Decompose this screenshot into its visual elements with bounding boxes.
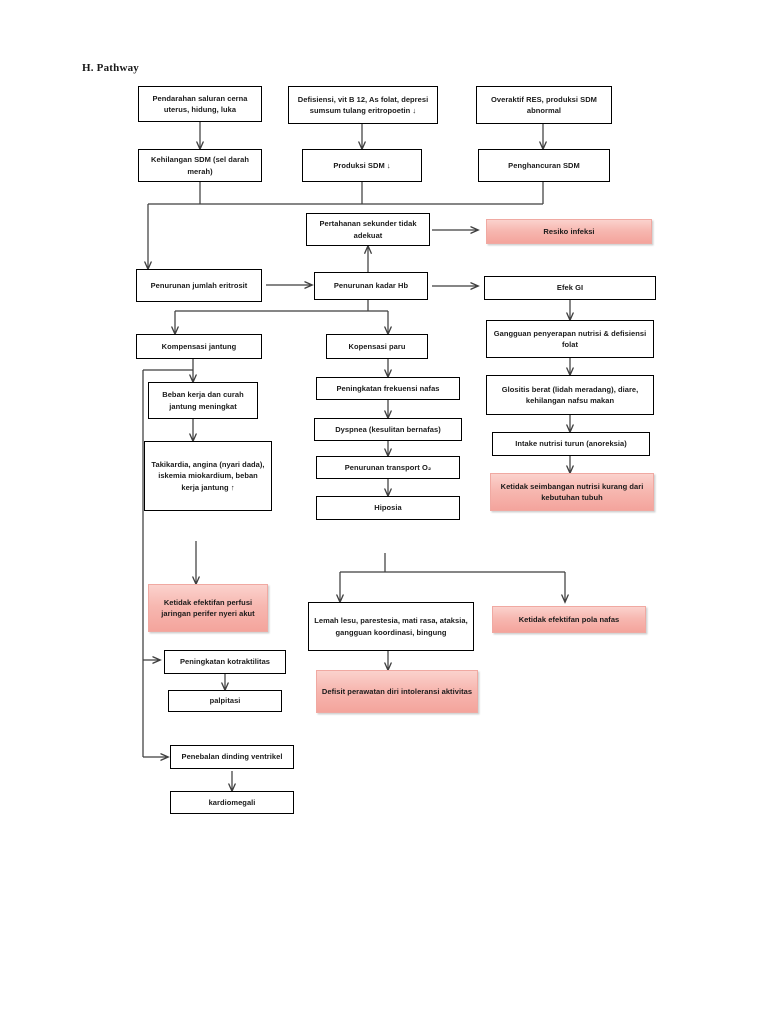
node-ketidak-seimbangan-nutrisi-label: Ketidak seimbangan nutrisi kurang dari k…	[500, 481, 644, 502]
node-overaktif[interactable]: Overaktif RES, produksi SDM abnormal	[476, 86, 612, 124]
node-lemah-lesu[interactable]: Lemah lesu, parestesia, mati rasa, ataks…	[308, 602, 474, 651]
node-defisit-perawatan-diri[interactable]: Defisit perawatan diri intoleransi aktiv…	[316, 670, 478, 713]
node-kardiomegali-label: kardiomegali	[208, 797, 256, 807]
node-peningkatan-kotraktilitas-label: Peningkatan kotraktilitas	[179, 657, 271, 667]
node-penurunan-hb-label: Penurunan kadar Hb	[333, 281, 409, 291]
node-kompensasi-jantung-label: Kompensasi jantung	[161, 341, 237, 351]
node-produksi-sdm-label: Produksi SDM ↓	[333, 160, 391, 170]
node-dyspnea[interactable]: Dyspnea (kesulitan bernafas)	[314, 418, 462, 441]
node-kompensasi-jantung[interactable]: Kompensasi jantung	[136, 334, 262, 359]
node-ketidak-efektifan-pola-nafas[interactable]: Ketidak efektifan pola nafas	[492, 606, 646, 633]
node-beban-kerja-label: Beban kerja dan curah jantung meningkat	[162, 390, 244, 411]
node-efek-gi-label: Efek GI	[556, 283, 584, 293]
node-penurunan-eritrosit-label: Penurunan jumlah eritrosit	[150, 280, 248, 290]
node-penghancuran-sdm-label: Penghancuran SDM	[508, 160, 580, 170]
node-takikardia-label: Takikardia, angina (nyari dada), iskemia…	[151, 459, 265, 492]
node-kopensasi-paru[interactable]: Kopensasi paru	[326, 334, 428, 359]
node-hiposia[interactable]: Hiposia	[316, 496, 460, 520]
node-ketidak-efektifan-perfusi-label: Ketidak efektifan perfusi jaringan perif…	[161, 597, 255, 618]
node-penebalan-dinding-ventrikel-label: Penebalan dinding ventrikel	[181, 752, 283, 762]
page-title: H. Pathway	[82, 62, 139, 74]
node-kehilangan-sdm-label: Kehilangan SDM (sel darah merah)	[151, 155, 249, 176]
node-defisiensi[interactable]: Defisiensi, vit B 12, As folat, depresi …	[288, 86, 438, 124]
node-glositis-label: Glositis berat (lidah meradang), diare, …	[501, 384, 639, 405]
node-palpitasi[interactable]: palpitasi	[168, 690, 282, 712]
node-peningkatan-kotraktilitas[interactable]: Peningkatan kotraktilitas	[164, 650, 286, 674]
node-pendarahan[interactable]: Pendarahan saluran cerna uterus, hidung,…	[138, 86, 262, 122]
node-beban-kerja[interactable]: Beban kerja dan curah jantung meningkat	[148, 382, 258, 419]
node-kardiomegali[interactable]: kardiomegali	[170, 791, 294, 814]
node-peningkatan-frekuensi-label: Peningkatan frekuensi nafas	[336, 383, 440, 393]
node-ketidak-seimbangan-nutrisi[interactable]: Ketidak seimbangan nutrisi kurang dari k…	[490, 473, 654, 511]
node-penebalan-dinding-ventrikel[interactable]: Penebalan dinding ventrikel	[170, 745, 294, 769]
node-glositis[interactable]: Glositis berat (lidah meradang), diare, …	[486, 375, 654, 415]
node-defisiensi-label: Defisiensi, vit B 12, As folat, depresi …	[297, 94, 429, 115]
node-palpitasi-label: palpitasi	[209, 696, 241, 706]
node-defisit-perawatan-diri-label: Defisit perawatan diri intoleransi aktiv…	[321, 686, 473, 696]
node-kehilangan-sdm[interactable]: Kehilangan SDM (sel darah merah)	[138, 149, 262, 182]
node-lemah-lesu-label: Lemah lesu, parestesia, mati rasa, ataks…	[314, 616, 468, 637]
node-efek-gi[interactable]: Efek GI	[484, 276, 656, 300]
node-overaktif-label: Overaktif RES, produksi SDM abnormal	[491, 94, 597, 115]
node-gangguan-penyerapan-label: Gangguan penyerapan nutrisi & defisiensi…	[493, 328, 647, 349]
node-peningkatan-frekuensi[interactable]: Peningkatan frekuensi nafas	[316, 377, 460, 400]
node-ketidak-efektifan-pola-nafas-label: Ketidak efektifan pola nafas	[518, 614, 620, 624]
node-penurunan-hb[interactable]: Penurunan kadar Hb	[314, 272, 428, 300]
node-penghancuran-sdm[interactable]: Penghancuran SDM	[478, 149, 610, 182]
node-pertahanan-sekunder[interactable]: Pertahanan sekunder tidak adekuat	[306, 213, 430, 246]
node-takikardia[interactable]: Takikardia, angina (nyari dada), iskemia…	[144, 441, 272, 511]
node-pendarahan-label: Pendarahan saluran cerna uterus, hidung,…	[152, 93, 248, 114]
node-kopensasi-paru-label: Kopensasi paru	[348, 341, 406, 351]
node-resiko-infeksi[interactable]: Resiko infeksi	[486, 219, 652, 244]
node-pertahanan-sekunder-label: Pertahanan sekunder tidak adekuat	[319, 219, 417, 240]
node-hiposia-label: Hiposia	[374, 503, 402, 513]
node-intake-nutrisi-label: Intake nutrisi turun (anoreksia)	[515, 439, 627, 449]
node-penurunan-transport-label: Penurunan transport O₂	[344, 462, 432, 472]
node-penurunan-eritrosit[interactable]: Penurunan jumlah eritrosit	[136, 269, 262, 302]
node-resiko-infeksi-label: Resiko infeksi	[543, 226, 595, 236]
node-gangguan-penyerapan[interactable]: Gangguan penyerapan nutrisi & defisiensi…	[486, 320, 654, 358]
node-dyspnea-label: Dyspnea (kesulitan bernafas)	[335, 424, 441, 434]
node-produksi-sdm[interactable]: Produksi SDM ↓	[302, 149, 422, 182]
node-intake-nutrisi[interactable]: Intake nutrisi turun (anoreksia)	[492, 432, 650, 456]
node-ketidak-efektifan-perfusi[interactable]: Ketidak efektifan perfusi jaringan perif…	[148, 584, 268, 632]
node-penurunan-transport[interactable]: Penurunan transport O₂	[316, 456, 460, 479]
